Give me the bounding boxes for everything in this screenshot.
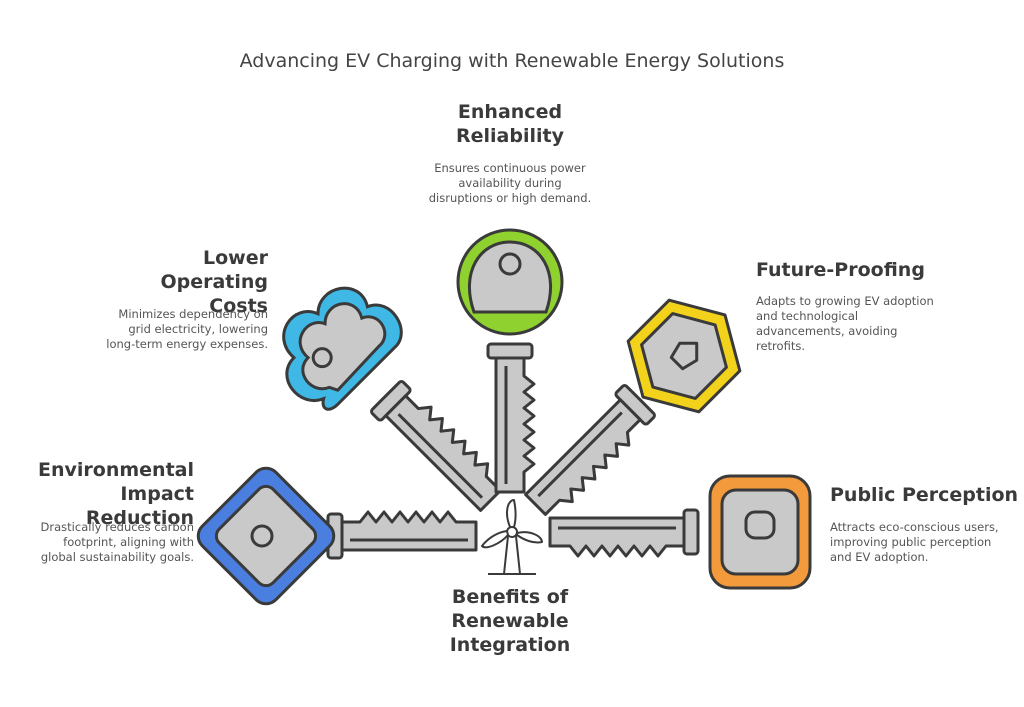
desc-environmental: Drastically reduces carbon footprint, al…	[40, 520, 194, 564]
wind-turbine-icon	[481, 499, 543, 575]
desc-reliability: Ensures continuous power availability du…	[428, 161, 592, 205]
key-environmental	[196, 466, 478, 606]
heading-future-proofing: Future-Proofing	[756, 259, 925, 281]
heading-reliability: Enhanced Reliability	[456, 101, 564, 147]
heading-public-perception: Public Perception	[830, 484, 1019, 506]
desc-public-perception: Attracts eco-conscious users, improving …	[830, 520, 999, 564]
heading-operating-costs: Lower Operating Costs	[160, 247, 268, 317]
key-reliability	[456, 228, 564, 494]
center-label: Benefits of Renewable Integration	[449, 586, 571, 656]
key-operating-costs	[282, 286, 509, 518]
heading-environmental: Environmental Impact Reduction	[38, 459, 194, 529]
key-public-perception	[548, 474, 812, 590]
diagram-title: Advancing EV Charging with Renewable Ene…	[239, 50, 785, 72]
desc-operating-costs: Minimizes dependency on grid electricity…	[106, 307, 268, 351]
desc-future-proofing: Adapts to growing EV adoption and techno…	[756, 294, 934, 353]
key-future-proofing	[518, 298, 742, 523]
